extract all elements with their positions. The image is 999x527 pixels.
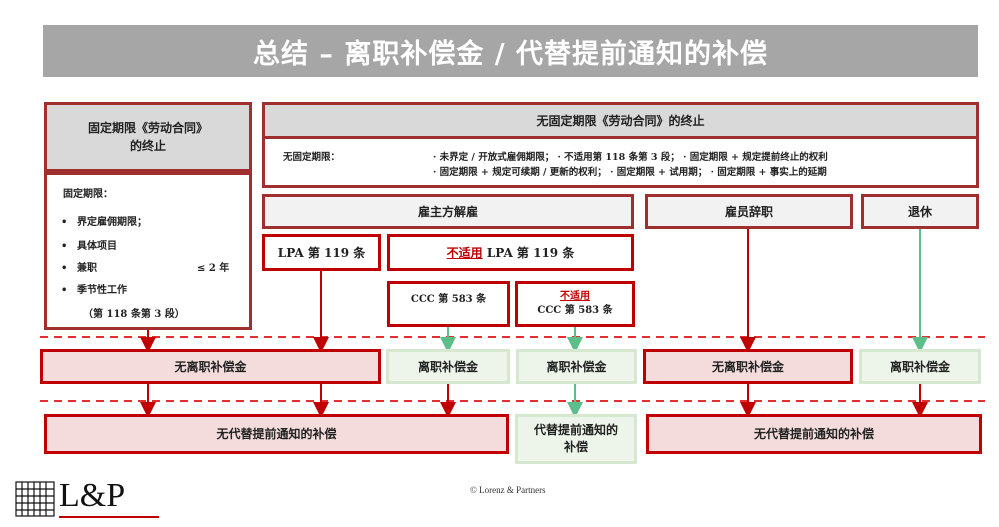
open-term-label: 无固定期限： — [283, 152, 341, 163]
grid-logo-icon — [15, 481, 55, 517]
logo-text: L&P — [59, 477, 126, 514]
fixed-term-detail: 固定期限： •界定雇佣期限； •具体项目 •兼职 •季节性工作 ≤ 2 年 （第… — [44, 172, 252, 330]
severance-box-2: 离职补偿金 — [516, 349, 637, 384]
fixed-term-label: 固定期限： — [63, 189, 113, 200]
open-term-detail: 无固定期限： · 未界定 / 开放式雇佣期限； · 不适用第 118 条第 3 … — [262, 139, 979, 188]
retirement-box: 退休 — [861, 194, 979, 229]
ccc-583-box: CCC 第 583 条 — [387, 281, 510, 327]
employer-dismissal-box: 雇主方解雇 — [262, 194, 634, 229]
lpa-119-box: LPA 第 119 条 — [262, 234, 381, 271]
severance-box-3: 离职补偿金 — [859, 349, 981, 384]
no-notice-comp-box-left: 无代替提前通知的补偿 — [44, 414, 509, 454]
no-severance-box-left: 无离职补偿金 — [40, 349, 381, 384]
lpa-119-not-applicable-box: 不适用 LPA 第 119 条 — [387, 234, 634, 271]
list-item: •兼职 — [61, 263, 97, 274]
list-item: •界定雇佣期限； — [61, 217, 147, 228]
open-term-header: 无固定期限《劳动合同》的终止 — [262, 102, 979, 139]
open-term-line-1: · 未界定 / 开放式雇佣期限； · 不适用第 118 条第 3 段； · 固定… — [433, 152, 828, 163]
list-item: •具体项目 — [61, 241, 117, 252]
limit-label: ≤ 2 年 — [197, 263, 230, 274]
open-term-line-2: · 固定期限 + 规定可续期 / 更新的权利； · 固定期限 + 试用期； · … — [433, 167, 827, 178]
fixed-term-header: 固定期限《劳动合同》的终止 — [44, 102, 252, 172]
logo-underline — [59, 516, 159, 518]
severance-box-1: 离职补偿金 — [386, 349, 510, 384]
not-applicable-label-2: 不适用 — [559, 291, 590, 302]
no-severance-box-right: 无离职补偿金 — [643, 349, 853, 384]
notice-comp-box: 代替提前通知的补偿 — [515, 414, 637, 464]
no-notice-comp-box-right: 无代替提前通知的补偿 — [646, 414, 982, 454]
not-applicable-label: 不适用 — [446, 245, 483, 260]
fixed-term-header-text: 固定期限《劳动合同》的终止 — [87, 121, 208, 153]
list-item: •季节性工作 — [61, 285, 127, 296]
page-title: 总结 – 离职补偿金 / 代替提前通知的补偿 — [43, 25, 978, 77]
copyright: © Lorenz & Partners — [470, 485, 546, 495]
article-reference: （第 118 条第 3 段） — [83, 309, 185, 320]
employee-resign-box: 雇员辞职 — [645, 194, 853, 229]
company-logo: L&P — [15, 477, 165, 519]
